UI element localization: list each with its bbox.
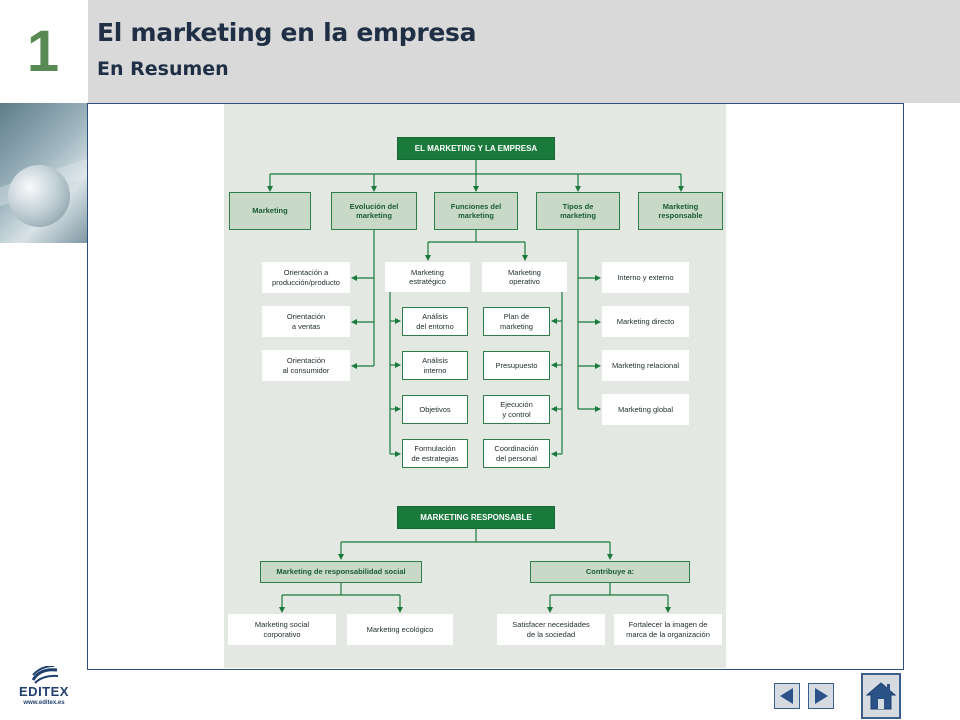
header-band [88,0,960,103]
marketing-estrategico: Marketing estratégico [385,262,470,292]
triangle-right-icon [815,688,828,704]
root-marketing-responsable: MARKETING RESPONSABLE [397,506,555,529]
evolucion-item: Orientación a producción/producto [262,262,350,293]
responsabilidad-item: Marketing ecológico [347,614,453,645]
home-button[interactable] [861,673,901,719]
operativo-item: Ejecución y control [483,395,550,424]
marketing-operativo: Marketing operativo [482,262,567,292]
slide-subtitle: En Resumen [97,58,229,80]
slide-title: El marketing en la empresa [97,18,477,47]
evolucion-item: Orientación a ventas [262,306,350,337]
category-marketing: Marketing [229,192,311,230]
responsabilidad-social: Marketing de responsabilidad social [260,561,422,583]
contribuye-a: Contribuye a: [530,561,690,583]
editex-logo-text: EDITEX [19,684,69,699]
category-evolucion: Evolución del marketing [331,192,417,230]
evolucion-item: Orientación al consumidor [262,350,350,381]
estrategico-item: Formulación de estrategias [402,439,468,468]
responsabilidad-item: Marketing social corporativo [228,614,336,645]
next-slide-button[interactable] [808,683,834,709]
editex-logo-url: www.editex.es [23,700,65,706]
tipos-item: Interno y externo [602,262,689,293]
estrategico-item: Análisis del entorno [402,307,468,336]
globe-image [0,103,88,243]
editex-logo-mark [31,666,59,684]
diagram-connectors [267,160,684,613]
chapter-number: 1 [26,19,60,84]
category-responsable: Marketing responsable [638,192,723,230]
prev-slide-button[interactable] [774,683,800,709]
contribuye-item: Fortalecer la imagen de marca de la orga… [614,614,722,645]
operativo-item: Presupuesto [483,351,550,380]
tipos-item: Marketing global [602,394,689,425]
concept-diagram: EL MARKETING Y LA EMPRESA Marketing Evol… [224,104,726,668]
category-tipos: Tipos de marketing [536,192,620,230]
editex-logo: EDITEX www.editex.es [14,666,74,714]
house-icon [865,682,897,710]
estrategico-item: Análisis interno [402,351,468,380]
category-funciones: Funciones del marketing [434,192,518,230]
operativo-item: Plan de marketing [483,307,550,336]
estrategico-item: Objetivos [402,395,468,424]
operativo-item: Coordinación del personal [483,439,550,468]
tipos-item: Marketing directo [602,306,689,337]
triangle-left-icon [780,688,793,704]
contribuye-item: Satisfacer necesidades de la sociedad [497,614,605,645]
tipos-item: Marketing relacional [602,350,689,381]
root-marketing-empresa: EL MARKETING Y LA EMPRESA [397,137,555,160]
